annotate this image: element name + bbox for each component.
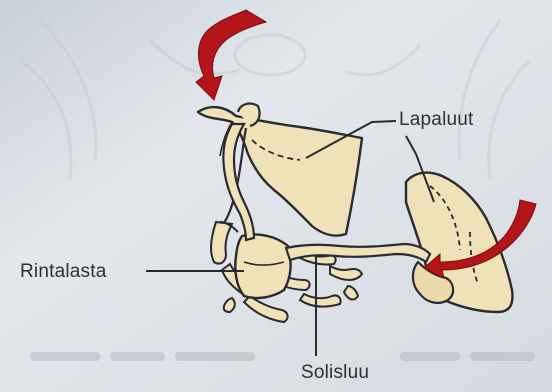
rintalasta-label: Rintalasta [20,262,107,281]
lapaluut-label: Lapaluut [399,110,474,129]
solisluu-label: Solisluu [301,363,369,382]
